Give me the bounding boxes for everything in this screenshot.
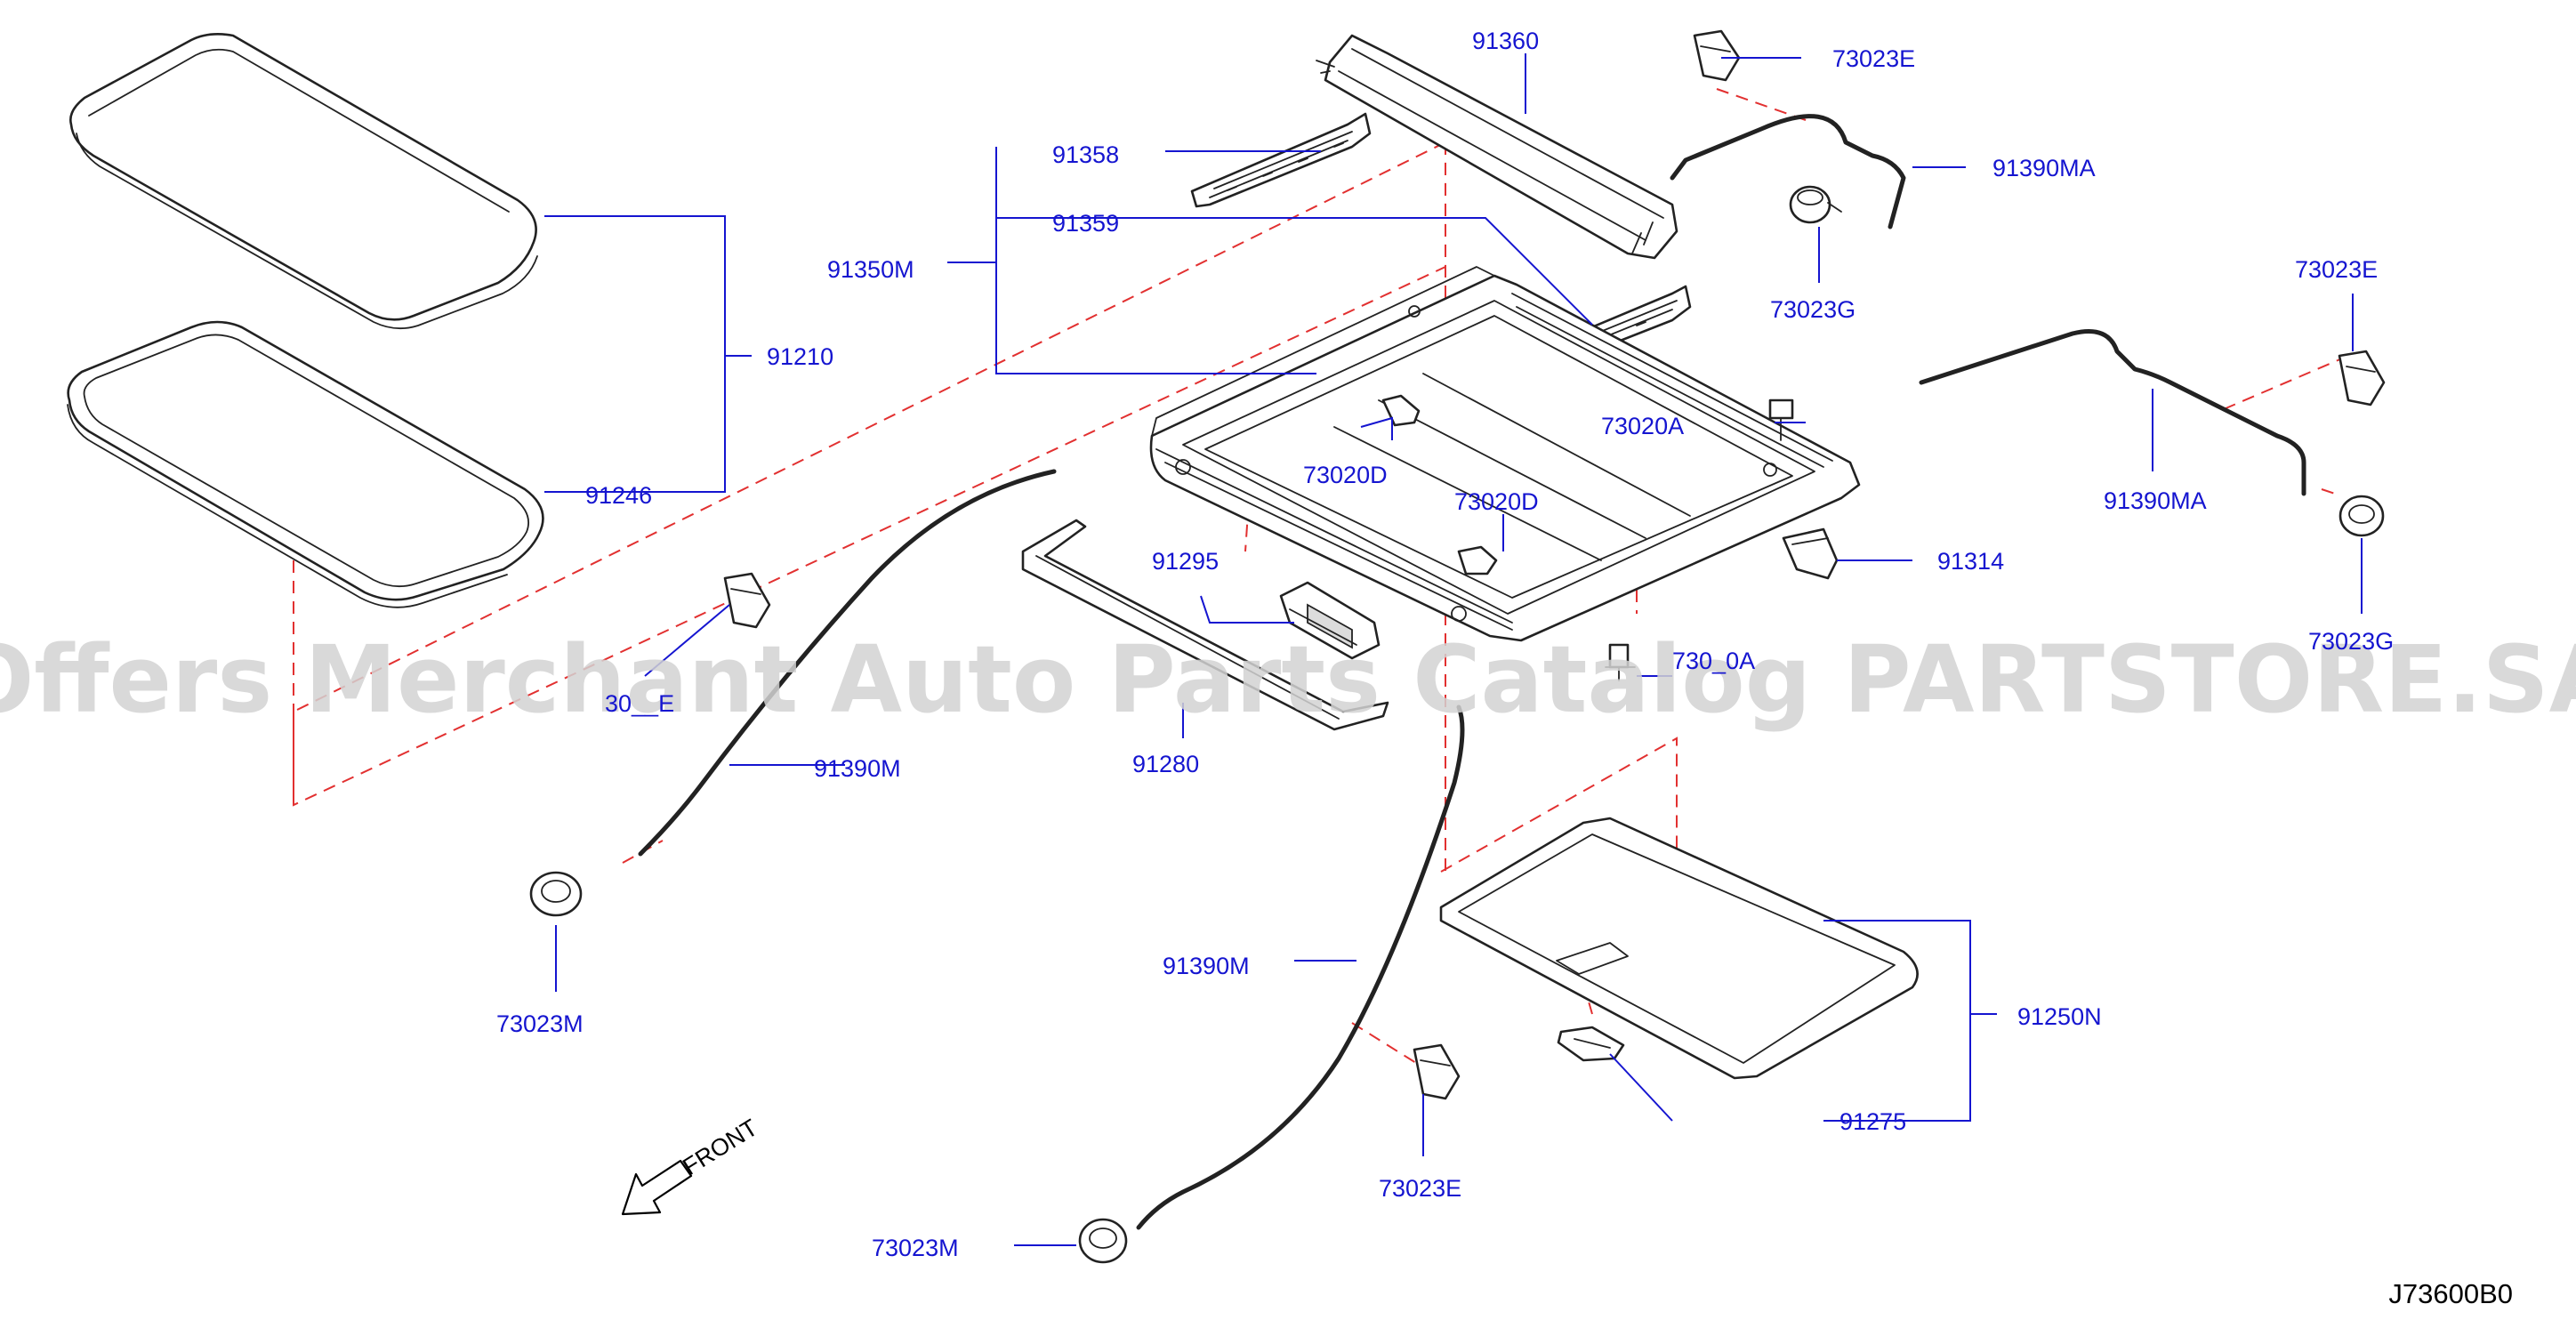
sunshade-91250N <box>1439 817 1919 1080</box>
grommet-73023M-bottom <box>1078 1218 1128 1264</box>
grommet-73023G-right <box>2339 495 2385 537</box>
label-73020A-top: 73020A <box>1601 413 1684 439</box>
label-73023M-bottom: 73023M <box>872 1235 959 1261</box>
label-73020A-bottom: 730_0A <box>1672 648 1755 674</box>
label-73020D-left: 73020D <box>1303 462 1388 488</box>
watermark-text: Offers Merchant Auto Parts Catalog PARTS… <box>0 625 2576 734</box>
label-91350M: 91350M <box>827 256 914 283</box>
label-91360: 91360 <box>1472 28 1539 54</box>
bracket-91314 <box>1782 527 1839 580</box>
label-91246: 91246 <box>585 482 652 509</box>
label-91295: 91295 <box>1152 548 1219 575</box>
grommet-73023G-top <box>1789 185 1842 224</box>
bolt-73020A-top <box>1768 398 1794 441</box>
label-73023G-top: 73023G <box>1770 296 1856 323</box>
alignment-dashes <box>293 88 2349 1068</box>
label-91390M-left: 91390M <box>814 755 901 782</box>
clip-73023E-right <box>2338 350 2386 406</box>
label-91314: 91314 <box>1937 548 2004 575</box>
rail-guide-91358 <box>1190 112 1372 208</box>
glass-panel-91210 <box>69 33 538 330</box>
clip-73023E-bottom <box>1413 1043 1461 1100</box>
label-91359: 91359 <box>1052 210 1119 237</box>
label-91390MA-right: 91390MA <box>2104 487 2207 514</box>
label-91250N: 91250N <box>2017 1003 2102 1030</box>
label-91390M-bottom: 91390M <box>1163 953 1250 979</box>
diagram-code: J73600B0 <box>2388 1278 2513 1309</box>
drain-hoses <box>638 114 2306 1230</box>
wind-deflector-91360 <box>1316 34 1678 260</box>
label-91210: 91210 <box>767 343 833 370</box>
bolt-73020A-bottom <box>1605 643 1636 681</box>
label-73023E-top: 73023E <box>1832 45 1915 72</box>
clip-73023E-left <box>723 572 771 629</box>
label-73023G-right: 73023G <box>2308 628 2394 655</box>
label-73023M-left: 73023M <box>496 1010 584 1037</box>
front-arrow-icon <box>621 1159 693 1216</box>
label-91280: 91280 <box>1132 751 1199 777</box>
sunshade-handle-91275 <box>1557 1026 1625 1062</box>
grommet-73023M-left <box>529 871 583 917</box>
leader-lines <box>544 53 2363 1246</box>
label-3023E-left: 30__E <box>605 690 674 717</box>
label-73020D-mid: 73020D <box>1454 488 1539 515</box>
label-91275: 91275 <box>1839 1108 1906 1135</box>
front-direction-indicator: FRONT <box>621 1114 762 1216</box>
front-label: FRONT <box>678 1114 762 1180</box>
weatherstrip-91246 <box>67 320 544 608</box>
front-trim-91280 <box>1021 519 1389 731</box>
label-73023E-right: 73023E <box>2295 256 2378 283</box>
part-labels: 91360 73023E 91358 91359 91350M 91390MA … <box>496 28 2394 1261</box>
label-73023E-bottom: 73023E <box>1379 1175 1461 1202</box>
bolt-73020D-mid <box>1457 545 1498 575</box>
label-91390MA-top: 91390MA <box>1992 155 2096 181</box>
label-91358: 91358 <box>1052 141 1119 168</box>
sunroof-frame-91350M <box>1149 266 1861 642</box>
clip-73023E-top <box>1693 29 1741 82</box>
